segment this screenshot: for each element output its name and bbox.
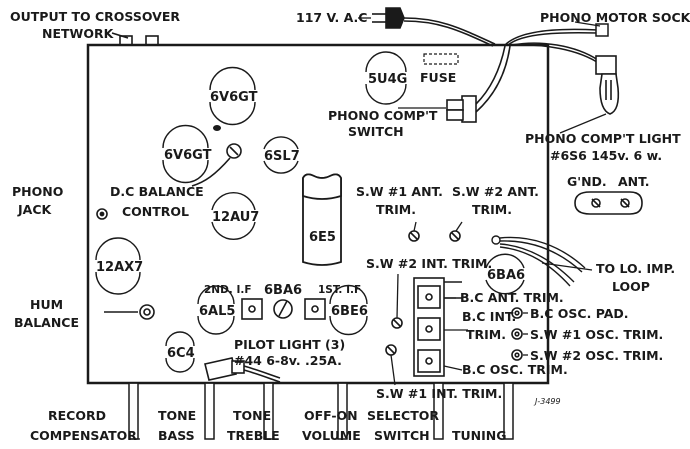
ink-mark <box>213 125 221 131</box>
label-sw2-ant-trim: TRIM. <box>472 202 512 217</box>
label-sw2-int: S.W #2 INT. TRIM. <box>366 256 492 271</box>
tube-6ba6-socket <box>273 299 293 319</box>
label-pilot-light: PILOT LIGHT (3) <box>234 337 345 352</box>
label-compensator: COMPENSATOR <box>30 428 137 443</box>
label-bc-osc-pad: B.C OSC. PAD. <box>530 306 629 321</box>
label-ant: ANT. <box>618 174 650 189</box>
label-tuning: TUNING <box>452 428 507 443</box>
pilot-light <box>204 357 281 383</box>
label-balance: BALANCE <box>14 315 79 330</box>
sw1-ant-trimmer <box>408 230 420 242</box>
label-output-crossover: OUTPUT TO CROSSOVER <box>10 9 180 24</box>
label-gnd: G'ND. <box>567 174 607 189</box>
label-bc-int-trim: TRIM. <box>466 327 506 342</box>
label-sw2-ant: S.W #2 ANT. <box>452 184 539 199</box>
chassis-outline <box>86 43 550 385</box>
label-phono: PHONO <box>12 184 63 199</box>
phono-comp-light-bulb <box>595 55 620 115</box>
dc-balance-control <box>191 143 242 187</box>
tube-label-6al5: 6AL5 <box>199 304 235 319</box>
label-sw1-int: S.W #1 INT. TRIM. <box>376 386 502 401</box>
sw1-int-trimmer <box>385 344 397 356</box>
tube-6e5-body <box>302 173 342 266</box>
tube-12au7: 12AU7 <box>211 191 259 241</box>
tube-label-6ba6-b: 6BA6 <box>487 268 525 283</box>
tube-label-6sl7: 6SL7 <box>264 149 300 164</box>
label-dc-balance: D.C BALANCE <box>110 184 204 199</box>
label-record: RECORD <box>48 408 106 423</box>
label-tone-bass: TONE <box>158 408 196 423</box>
loop-wires <box>491 235 586 287</box>
label-phono-comp-switch-2: SWITCH <box>348 124 404 139</box>
tube-label-6be6: 6BE6 <box>331 304 368 319</box>
label-pilot-light-2: #44 6-8v. .25A. <box>234 353 342 368</box>
tube-6sl7: 6SL7 <box>263 136 300 174</box>
sw2-int-trimmer <box>391 317 403 329</box>
tube-6ba6-b: 6BA6 <box>485 253 525 295</box>
label-hum: HUM <box>30 297 63 312</box>
label-bc-osc-trim: B.C OSC. TRIM. <box>462 362 568 377</box>
antenna-terminal-strip <box>574 191 643 215</box>
phono-motor-cords <box>504 23 609 65</box>
label-tone-treble: TONE <box>233 408 271 423</box>
label-sw1-ant-trim: TRIM. <box>376 202 416 217</box>
phono-comp-switch <box>446 45 511 123</box>
label-selector: SELECTOR <box>367 408 439 423</box>
phono-jack <box>96 208 108 220</box>
label-loop: LOOP <box>612 279 650 294</box>
tube-label-6e5: 6E5 <box>309 230 336 245</box>
label-fuse: FUSE <box>420 70 456 85</box>
label-sw1-ant: S.W #1 ANT. <box>356 184 443 199</box>
tube-5u4g: 5U4G <box>365 51 407 105</box>
tube-12ax7: 12AX7 <box>95 237 143 295</box>
label-volume: VOLUME <box>302 428 361 443</box>
label-treble: TREBLE <box>227 428 280 443</box>
label-ac-117: 117 V. A.C <box>296 10 367 25</box>
osc-trimmers <box>511 307 523 361</box>
leader-lines <box>129 17 607 440</box>
tube-6c4: 6C4 <box>165 331 195 373</box>
tube-label-12ax7: 12AX7 <box>96 260 143 275</box>
tube-label-6v6gt-b: 6V6GT <box>164 148 212 163</box>
tube-6v6gt-b: 6V6GT <box>162 124 212 184</box>
tube-label-6c4: 6C4 <box>167 346 195 361</box>
if2-transformer <box>241 298 263 320</box>
label-if1: 1ST. I.F <box>318 284 361 296</box>
bc-trimmer-block <box>413 277 462 377</box>
tube-label-12au7: 12AU7 <box>212 210 259 225</box>
label-output-network: NETWORK <box>42 26 115 41</box>
crossover-terminals <box>111 32 159 46</box>
tube-label-5u4g: 5U4G <box>368 72 407 87</box>
label-phono-comp-light: PHONO COMP'T LIGHT <box>525 131 681 146</box>
label-jack: JACK <box>17 202 52 217</box>
label-phono-comp-switch: PHONO COMP'T <box>328 108 438 123</box>
label-bc-int: B.C INT. <box>462 309 516 324</box>
tube-6al5: 6AL5 <box>197 285 235 335</box>
fuse-outline <box>423 53 459 65</box>
label-drawing-number: J-3499 <box>533 397 561 406</box>
label-off-on: OFF-ON <box>304 408 358 423</box>
tube-6be6: 6BE6 <box>329 284 368 336</box>
if1-transformer <box>304 298 326 320</box>
label-bc-ant-trim: B.C ANT. TRIM. <box>460 290 564 305</box>
label-phono-comp-light-2: #6S6 145v. 6 w. <box>550 148 662 163</box>
tube-6v6gt-a: 6V6GT <box>209 66 258 126</box>
sw2-ant-trimmer <box>449 230 461 242</box>
label-bass: BASS <box>158 428 195 443</box>
label-to-lo-imp: TO LO. IMP. <box>596 261 675 276</box>
label-sw2-osc: S.W #2 OSC. TRIM. <box>530 348 663 363</box>
control-shafts <box>122 382 520 440</box>
tube-label-6v6gt-a: 6V6GT <box>210 90 258 105</box>
label-control: CONTROL <box>122 204 189 219</box>
label-sw1-osc: S.W #1 OSC. TRIM. <box>530 327 663 342</box>
ac-plug <box>372 7 496 47</box>
hum-balance-control <box>104 304 155 320</box>
tube-label-6ba6-a: 6BA6 <box>264 283 302 298</box>
label-switch: SWITCH <box>374 428 430 443</box>
label-phono-motor-socket: PHONO MOTOR SOCKET <box>540 10 690 25</box>
